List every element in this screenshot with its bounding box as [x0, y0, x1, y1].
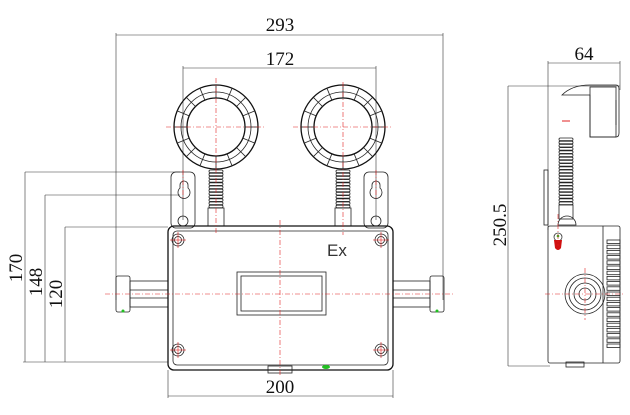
dim-label-120: 120 — [46, 280, 67, 309]
neck-side — [558, 137, 574, 220]
enclosure-body: Ex — [167, 225, 394, 374]
centerlines — [105, 78, 455, 375]
window — [236, 271, 327, 316]
dim-overall-width: 293 — [115, 15, 444, 300]
dim-label-293: 293 — [266, 15, 295, 36]
dim-label-170: 170 — [6, 254, 27, 283]
dim-body-width: 200 — [167, 370, 394, 398]
neck-right — [334, 169, 352, 227]
dim-label-250-5: 250.5 — [490, 204, 511, 247]
dim-label-64: 64 — [575, 44, 595, 65]
dim-label-200: 200 — [266, 377, 295, 398]
dim-lamp-spacing: 172 — [182, 49, 377, 220]
side-view: 64 250.5 — [490, 44, 625, 368]
dim-label-148: 148 — [26, 268, 47, 297]
corner-screws — [170, 232, 389, 358]
front-view: 293 172 170 148 120 200 — [6, 15, 455, 398]
dim-label-172: 172 — [266, 49, 295, 70]
dim-heights: 170 148 120 — [6, 171, 180, 363]
ex-marking: Ex — [327, 241, 347, 260]
